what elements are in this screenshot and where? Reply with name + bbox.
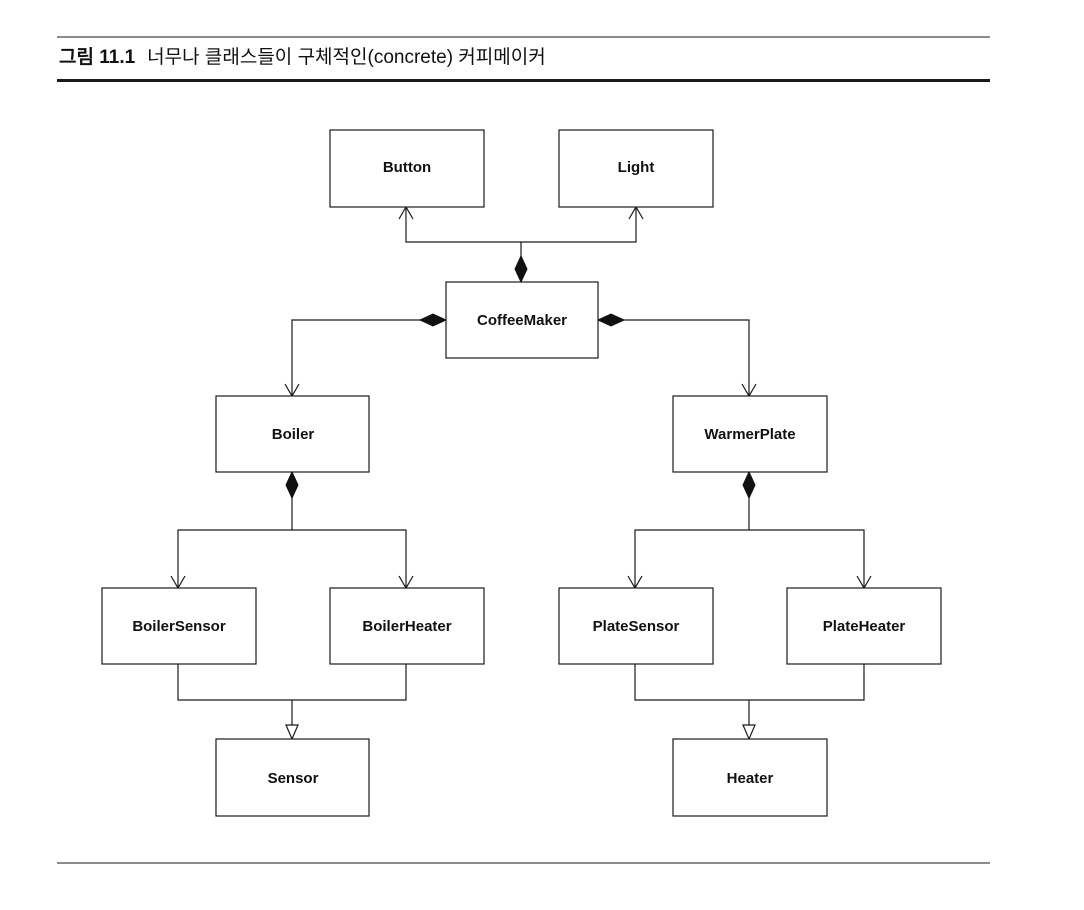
coffeemaker-top-composition-diamond [514, 254, 528, 284]
figure-number: 그림 11.1 [59, 47, 136, 68]
class-box-plateheater [786, 587, 942, 665]
coffeemaker-to-boiler-connector [284, 319, 446, 398]
warmerplate-composition-diamond [742, 470, 756, 500]
figure-bottom-rule [57, 862, 990, 864]
class-name-boilerheater: BoilerHeater [362, 618, 451, 635]
class-box-boilerheater [329, 587, 485, 665]
class-box-platesensor [558, 587, 714, 665]
class-name-platesensor: PlateSensor [593, 618, 680, 635]
class-name-heater: Heater [727, 770, 774, 787]
heater-generalization-connector [634, 664, 865, 741]
class-box-button [329, 129, 485, 208]
boiler-composition-diamond [285, 470, 299, 500]
class-name-button: Button [383, 159, 431, 176]
sensor-generalization-connector [177, 664, 407, 741]
caption-bottom-rule [57, 79, 990, 82]
class-box-heater [672, 738, 828, 817]
figure-caption: 그림 11.1 너무나 클래스들이 구체적인(concrete) 커피메이커 [59, 46, 546, 70]
class-box-light [558, 129, 714, 208]
class-name-light: Light [618, 159, 655, 176]
class-box-boiler [215, 395, 370, 473]
boiler-to-parts-connector [170, 472, 414, 590]
class-box-coffeemaker [445, 281, 599, 359]
class-box-warmerplate [672, 395, 828, 473]
coffeemaker-left-composition-diamond [418, 313, 448, 327]
class-name-warmerplate: WarmerPlate [704, 426, 795, 443]
class-name-coffeemaker: CoffeeMaker [477, 312, 567, 329]
caption-top-rule [57, 36, 990, 38]
class-name-plateheater: PlateHeater [823, 618, 906, 635]
class-box-boilersensor [101, 587, 257, 665]
class-name-boilersensor: BoilerSensor [132, 618, 226, 635]
class-name-sensor: Sensor [268, 770, 319, 787]
class-name-boiler: Boiler [272, 426, 315, 443]
figure-title: 너무나 클래스들이 구체적인(concrete) 커피메이커 [147, 47, 546, 68]
class-box-sensor [215, 738, 370, 817]
coffeemaker-to-warmerplate-connector [598, 319, 757, 398]
coffeemaker-right-composition-diamond [596, 313, 626, 327]
